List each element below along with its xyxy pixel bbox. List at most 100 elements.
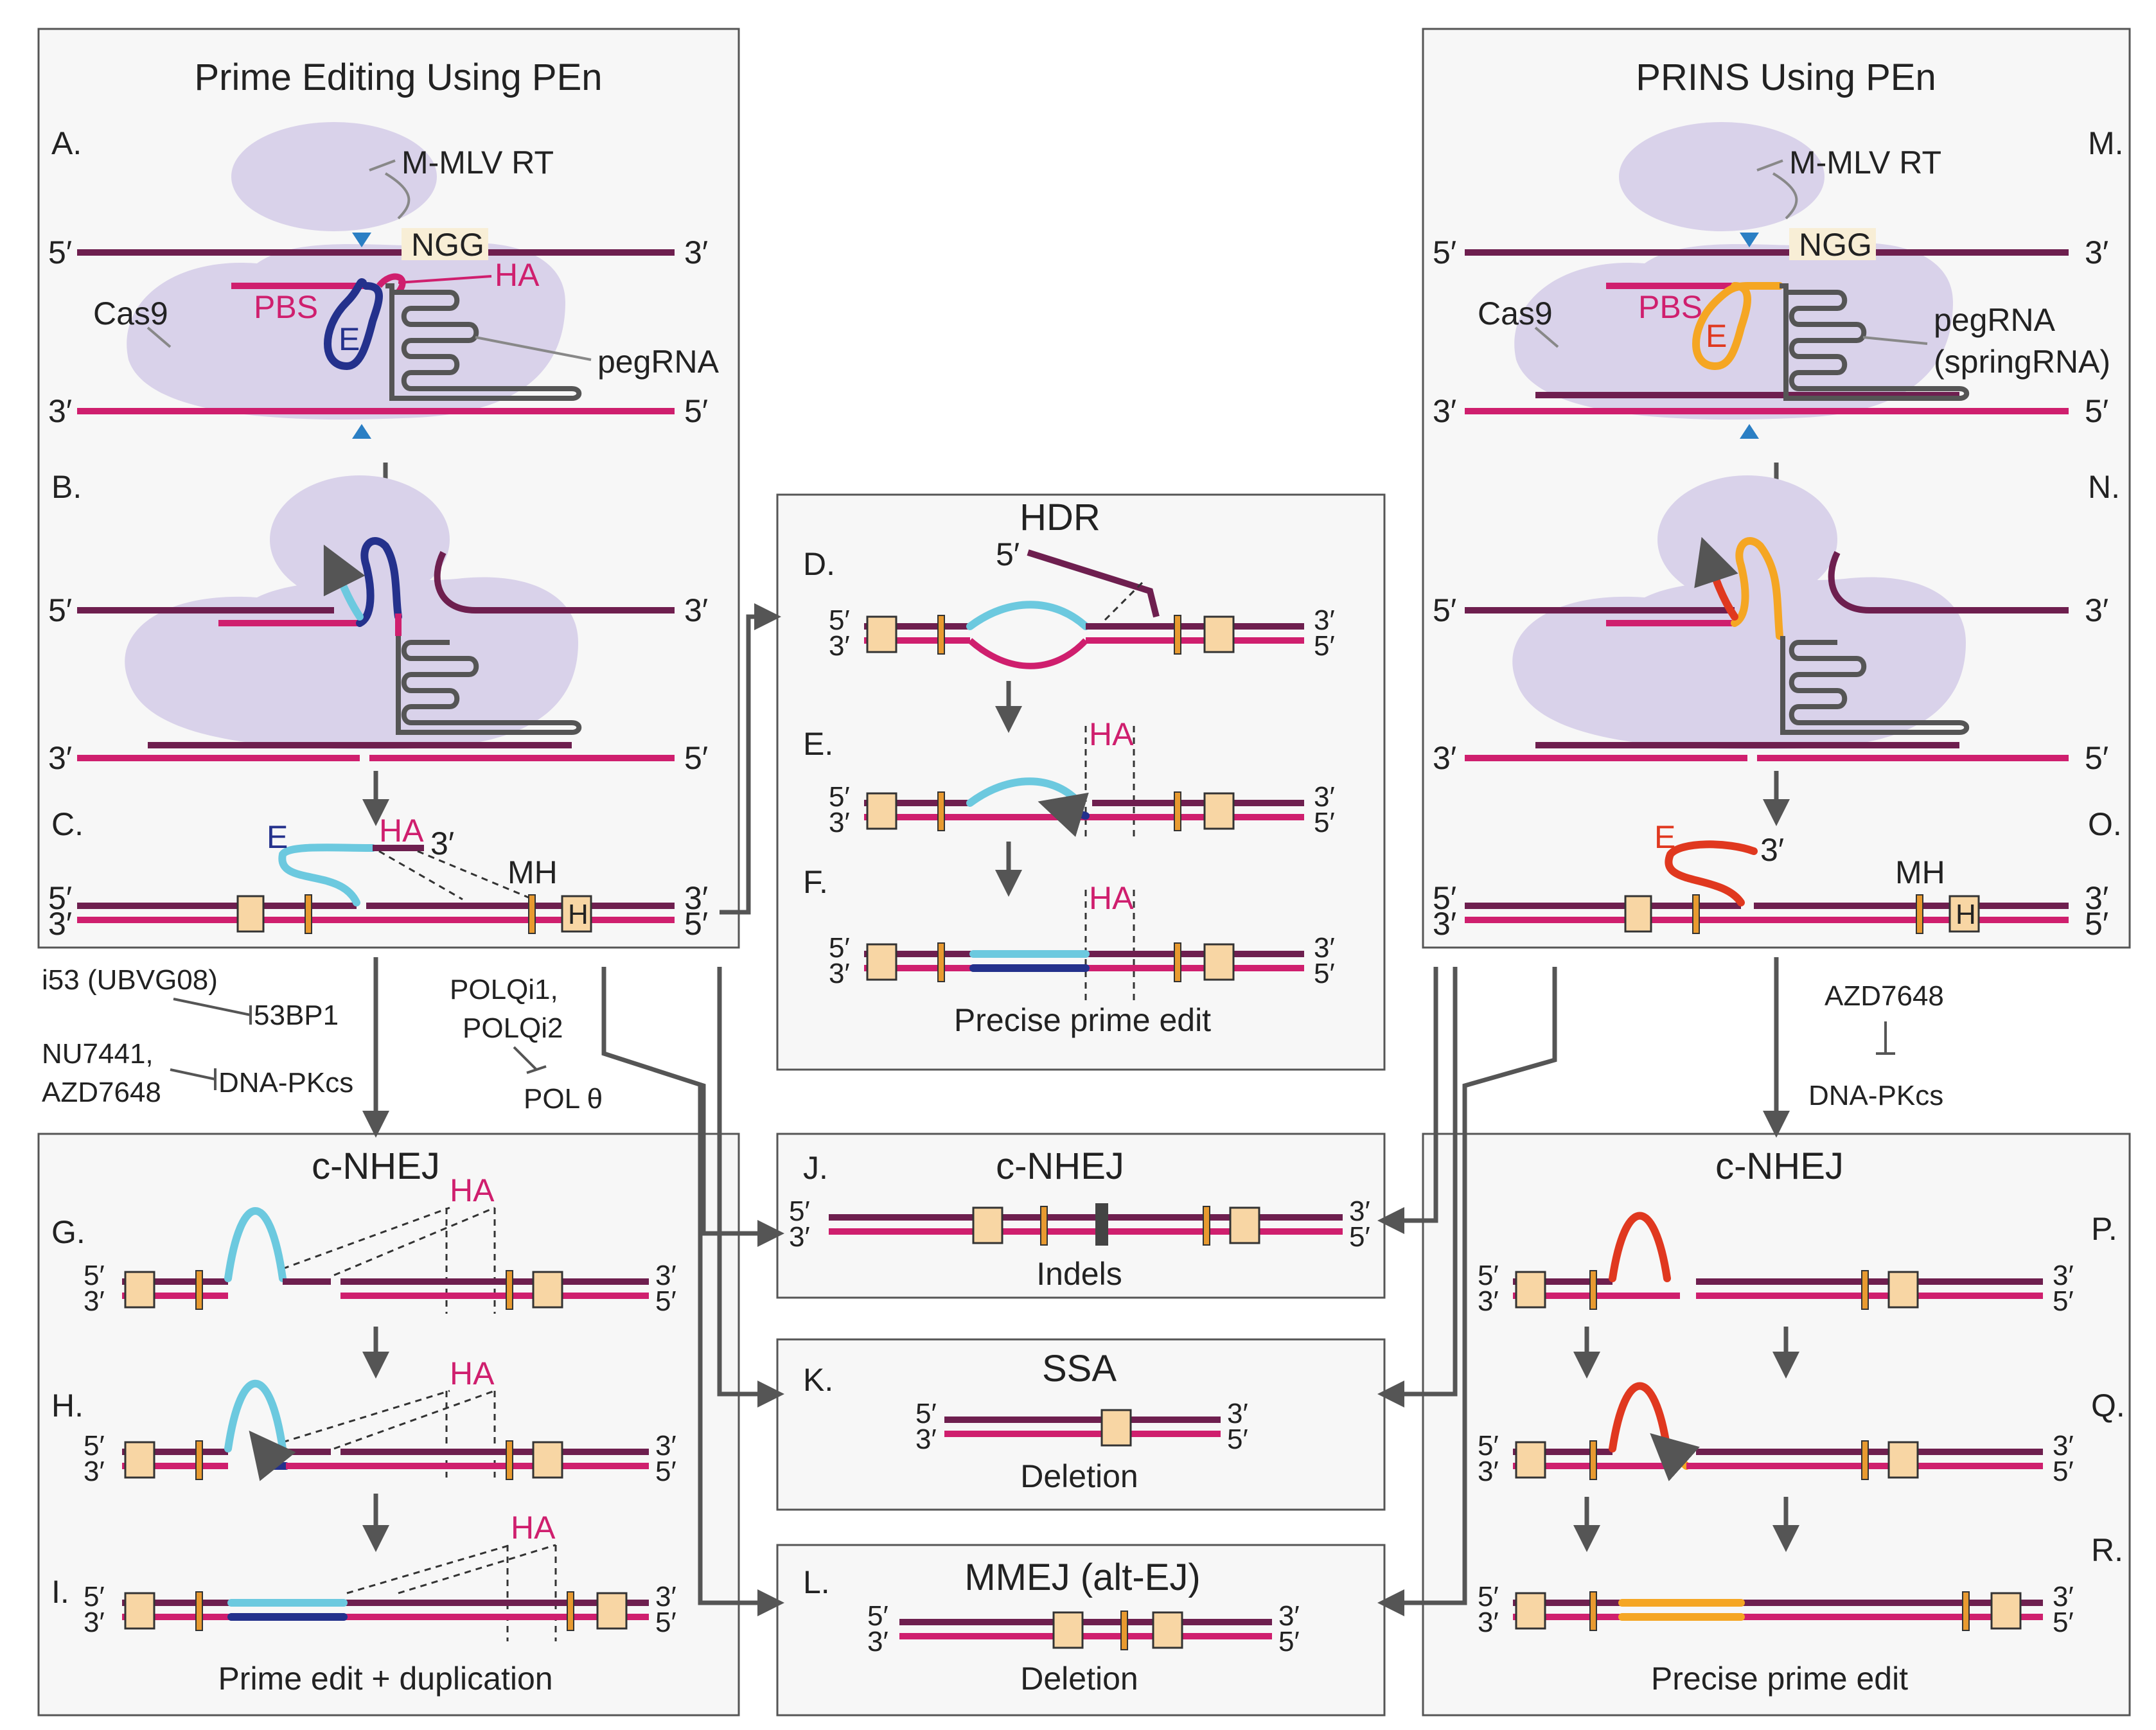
- l-3p: 3′: [867, 1626, 888, 1657]
- e-5p: 5′: [829, 781, 850, 813]
- j-5p: 5′: [789, 1196, 810, 1227]
- m-rt-pointer: [1756, 159, 1783, 172]
- c-5prime-r: 5′: [684, 906, 708, 942]
- label-o: O.: [2088, 806, 2122, 842]
- p-bar-1: [1589, 1270, 1597, 1310]
- e-box-2: [1203, 792, 1235, 830]
- arrow-to-ssa: [717, 967, 784, 1408]
- g-dash-2: [333, 1206, 495, 1276]
- rt-blob: [231, 122, 437, 231]
- label-d: D.: [803, 546, 835, 582]
- m-nick-top: [1740, 233, 1759, 247]
- k-5p-r: 5′: [1227, 1424, 1248, 1455]
- c-e-label: E: [267, 819, 288, 855]
- label-e: E.: [803, 726, 833, 762]
- d-bar-1: [937, 615, 945, 655]
- m-pegrna-pointer: [1862, 336, 1928, 345]
- panel-ssa: [776, 1338, 1386, 1511]
- panel-hdr-content: HDR D. 5′ 5′ 3′ 3′ 5′ E. HA 5′ 3′: [803, 497, 1335, 1038]
- a-5prime-right: 5′: [684, 393, 708, 429]
- j-bar-1: [1040, 1206, 1048, 1246]
- inhib-polqi1: POLQi1,: [450, 974, 558, 1005]
- ha-loop: [376, 273, 406, 295]
- arrow-right-to-ssa: [1377, 967, 1458, 1408]
- r-3p-r: 3′: [2053, 1581, 2074, 1612]
- g-box-1: [124, 1271, 155, 1309]
- m-pegrna-label: pegRNA: [1934, 302, 2056, 338]
- m-3p: 3′: [2085, 234, 2108, 270]
- label-h: H.: [51, 1388, 84, 1424]
- n-top-flap: [1828, 551, 2069, 613]
- g-3p: 3′: [84, 1285, 105, 1317]
- m-ngg-box: [1789, 228, 1876, 260]
- label-n: N.: [2088, 469, 2120, 505]
- arrow-to-cnhej-mid: [601, 967, 784, 1247]
- n-cdna: [1694, 536, 1738, 621]
- label-j: J.: [803, 1150, 828, 1186]
- p-5p: 5′: [1478, 1260, 1499, 1291]
- i-3p: 3′: [84, 1607, 105, 1638]
- d-3p-r: 3′: [1314, 605, 1335, 636]
- c-3prime-r: 3′: [684, 880, 708, 916]
- a-5prime-left: 5′: [48, 234, 72, 270]
- m-5p: 5′: [1433, 234, 1456, 270]
- n-3p: 3′: [2085, 592, 2108, 628]
- i-caption: Prime edit + duplication: [218, 1661, 552, 1697]
- b-pegrna: [396, 636, 582, 735]
- n-3p-b: 3′: [1433, 740, 1456, 776]
- c-3prime: 3′: [48, 906, 72, 942]
- l-3p-r: 3′: [1278, 1600, 1300, 1632]
- a-3prime-right: 3′: [684, 234, 708, 270]
- mmej-title: MMEJ (alt-EJ): [964, 1557, 1200, 1598]
- ha-pointer: [398, 275, 492, 284]
- q-bar-1: [1589, 1440, 1597, 1480]
- l-bar: [1120, 1611, 1128, 1650]
- l-box-2: [1152, 1611, 1183, 1649]
- rt-tether: [384, 172, 411, 220]
- b-5prime: 5′: [48, 592, 72, 628]
- o-3p-flap: 3′: [1760, 832, 1784, 868]
- h-bar-1: [195, 1440, 203, 1480]
- i-ha-label: HA: [511, 1510, 556, 1546]
- cas9-pointer: [146, 326, 172, 348]
- panel-hdr: [776, 493, 1386, 1071]
- d-cyan: [966, 601, 1090, 630]
- r-box-1: [1515, 1592, 1546, 1630]
- inhib-53bp1: 53BP1: [254, 1000, 339, 1031]
- inhib-dnapk-line: [170, 1068, 216, 1081]
- b-5prime-bot: 5′: [684, 740, 708, 776]
- inhib-azd-right: AZD7648: [1825, 980, 1944, 1012]
- arrow-right-to-mmej: [1377, 967, 1557, 1616]
- c-mh-label: MH: [508, 854, 558, 890]
- q-box-1: [1515, 1441, 1546, 1479]
- panel-c: C. E HA 3′ MH H 5′ 3′ 3′ 5′: [48, 806, 708, 942]
- e-ha-label: HA: [1089, 716, 1134, 752]
- inhib-polqi2: POLQi2: [463, 1012, 563, 1044]
- panel-a: A. M-MLV RT 5′ 3′ 3′ 5′ NGG PBS E HA peg…: [48, 122, 720, 439]
- m-pbs-label: PBS: [1638, 289, 1702, 325]
- o-box-h: [1948, 895, 1980, 933]
- f-caption: Precise prime edit: [954, 1002, 1211, 1038]
- o-5p: 5′: [1433, 880, 1456, 916]
- c-h-label: H: [568, 899, 588, 930]
- l-box-1: [1052, 1611, 1084, 1649]
- p-3p-r: 3′: [2053, 1260, 2074, 1291]
- j-box-2: [1229, 1206, 1260, 1244]
- label-a: A.: [51, 125, 82, 161]
- e-3p-r: 3′: [1314, 781, 1335, 813]
- n-5p: 5′: [1433, 592, 1456, 628]
- j-indel: [1095, 1203, 1108, 1246]
- f-5p: 5′: [829, 932, 850, 964]
- f-box-2: [1203, 943, 1235, 981]
- m-rt-blob: [1619, 122, 1825, 231]
- label-r: R.: [2091, 1532, 2123, 1568]
- panel-o: O. E 3′ MH H 5′ 3′ 3′ 5′: [1433, 806, 2122, 942]
- q-bar-2: [1861, 1440, 1869, 1480]
- m-rt-label: M-MLV RT: [1789, 145, 1941, 181]
- i-dash-1: [346, 1544, 511, 1594]
- h-cyan: [224, 1379, 287, 1452]
- l-caption: Deletion: [1020, 1661, 1138, 1697]
- panel-j: J. c-NHEJ 5′ 3′ 3′ 5′ Indels: [789, 1145, 1370, 1292]
- r-bar-2: [1962, 1591, 1970, 1631]
- inhib-nu: NU7441,: [42, 1038, 154, 1070]
